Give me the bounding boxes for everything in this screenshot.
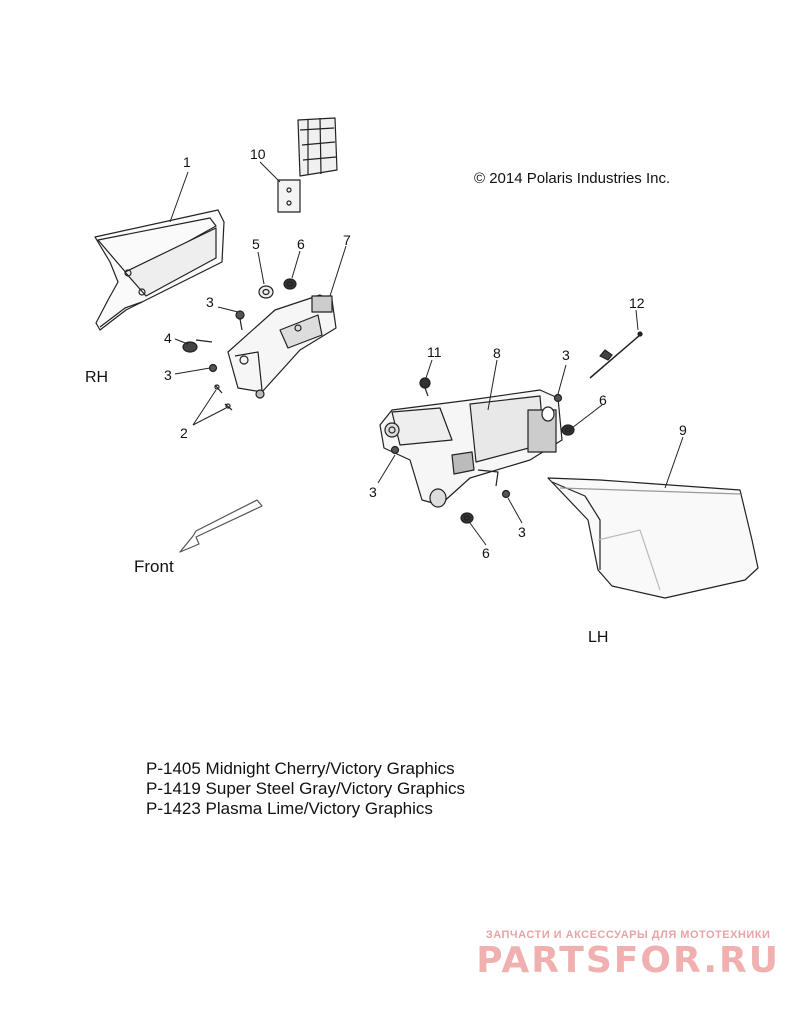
- part-1-rh-side-cover: [94, 209, 225, 331]
- part-2-clips: [214, 384, 233, 411]
- callout-3-rh-lower: 3: [164, 367, 172, 383]
- part-8-lh-bracket: [379, 389, 563, 508]
- callout-3-rh-upper: 3: [206, 294, 214, 310]
- color-variant-1: P-1405 Midnight Cherry/Victory Graphics: [146, 759, 455, 778]
- callout-7: 7: [343, 232, 351, 248]
- front-arrow: [179, 499, 263, 553]
- callout-6-lh-lower: 6: [482, 545, 490, 561]
- part-6-grommet-a: [283, 278, 297, 290]
- part-3-screw-a: [235, 310, 245, 331]
- front-label: Front: [134, 557, 174, 576]
- part-10-bracket: [277, 117, 338, 213]
- callout-6-lh-upper: 6: [599, 392, 607, 408]
- color-variant-2: P-1419 Super Steel Gray/Victory Graphics: [146, 779, 466, 798]
- callout-4: 4: [164, 330, 172, 346]
- watermark: ЗАПЧАСТИ И АКСЕССУАРЫ ДЛЯ МОТОТЕХНИКИ PA…: [476, 929, 780, 979]
- part-3-screw-d: [390, 445, 400, 455]
- part-4-bolt: [182, 339, 213, 353]
- callout-1: 1: [183, 154, 191, 170]
- rh-label: RH: [85, 369, 109, 386]
- watermark-logo: PARTSFOR.RU: [476, 940, 780, 981]
- callout-10: 10: [250, 146, 266, 162]
- part-12-cable-tie: [589, 331, 643, 379]
- part-11-bolt: [419, 377, 431, 397]
- part-3-screw-b: [208, 363, 218, 373]
- part-7-rh-bracket: [227, 294, 337, 399]
- callout-8: 8: [493, 345, 501, 361]
- callout-3-lh-left: 3: [369, 484, 377, 500]
- callout-6-rh: 6: [297, 236, 305, 252]
- watermark-subtitle: ЗАПЧАСТИ И АКСЕССУАРЫ ДЛЯ МОТОТЕХНИКИ: [485, 929, 771, 941]
- callout-5: 5: [252, 236, 260, 252]
- color-variant-3: P-1423 Plasma Lime/Victory Graphics: [146, 799, 433, 818]
- part-5-nut: [258, 285, 274, 299]
- color-variant-list: P-1405 Midnight Cherry/Victory Graphics …: [146, 759, 465, 819]
- callout-11: 11: [427, 344, 442, 360]
- part-6-grommet-b: [561, 424, 575, 436]
- part-3-screw-c: [553, 393, 563, 403]
- callout-3-lh-upper: 3: [562, 347, 570, 363]
- part-9-lh-side-cover: [547, 477, 759, 599]
- callout-2: 2: [180, 425, 188, 441]
- part-6-grommet-c: [460, 512, 474, 524]
- callout-3-lh-lower: 3: [518, 524, 526, 540]
- copyright-notice: © 2014 Polaris Industries Inc.: [474, 170, 671, 187]
- lh-label: LH: [588, 629, 609, 646]
- callout-9: 9: [679, 422, 687, 438]
- callout-12: 12: [629, 295, 645, 311]
- part-3-screw-e: [501, 489, 511, 499]
